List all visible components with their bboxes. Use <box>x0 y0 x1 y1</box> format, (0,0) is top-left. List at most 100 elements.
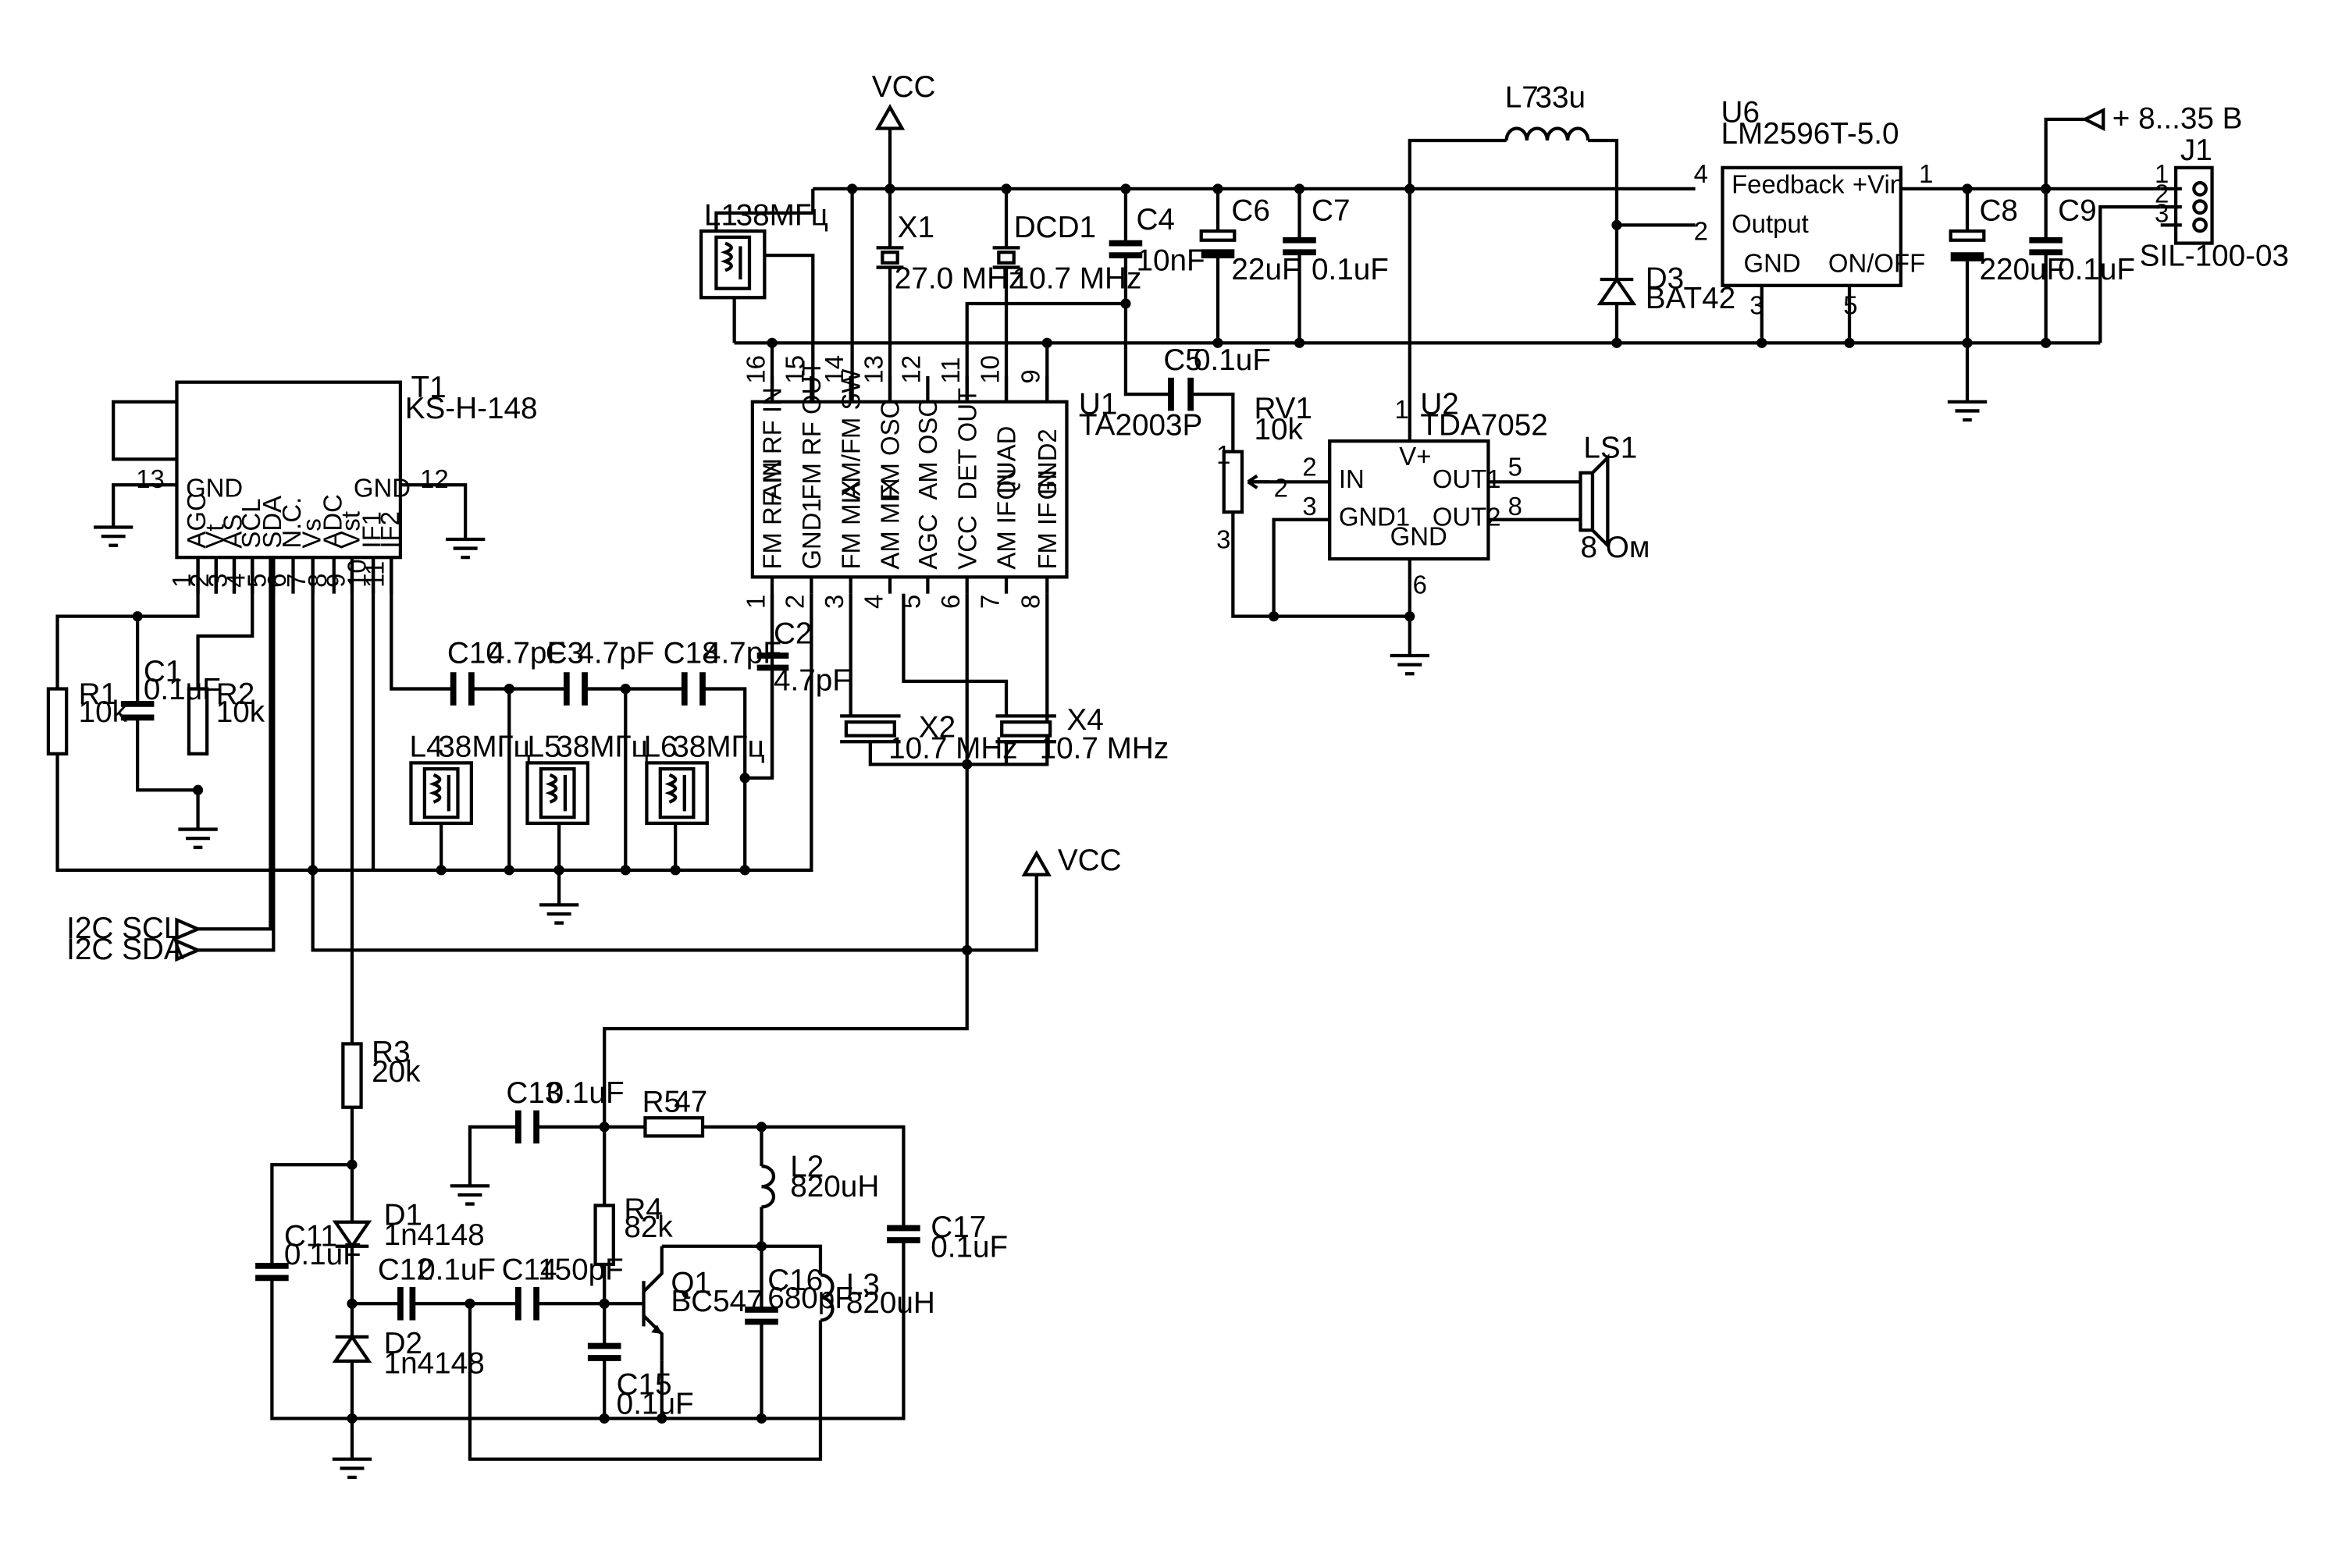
t1-pin-num: 10 <box>342 559 371 588</box>
t1-pin-label: AGC <box>182 492 211 548</box>
u2-tda7052: U2 TDA7052 V+ IN GND1 GND OUT1 OUT2 1 2 … <box>1302 387 1547 599</box>
t1-pin-num: 8 <box>303 574 332 588</box>
u1-pin-label: FM RF IN <box>758 458 787 570</box>
u1-pin-num: 1 <box>741 595 770 609</box>
svg-text:L2: L2 <box>790 1150 824 1184</box>
svg-text:0.1uF: 0.1uF <box>617 1388 694 1421</box>
t1-pin-num: 3 <box>203 574 232 588</box>
svg-text:47: 47 <box>674 1086 707 1119</box>
i2c-ports: I2C SCL I2C SDA <box>66 912 202 966</box>
svg-text:82k: 82k <box>624 1211 673 1244</box>
svg-text:C3: C3 <box>546 637 584 670</box>
svg-text:C14: C14 <box>502 1253 557 1286</box>
u2-num: 2 <box>1302 453 1316 482</box>
u6-num: 3 <box>1749 291 1764 320</box>
svg-text:L1: L1 <box>704 198 738 232</box>
svg-text:220uF: 220uF <box>1979 253 2065 286</box>
svg-text:L5: L5 <box>527 731 561 764</box>
svg-text:L3: L3 <box>846 1268 880 1302</box>
svg-text:D3: D3 <box>1646 262 1684 296</box>
svg-text:20k: 20k <box>372 1055 421 1089</box>
u1-pin-num: 16 <box>741 355 770 384</box>
vcc-label: VCC <box>872 70 936 104</box>
svg-text:0.1uF: 0.1uF <box>1194 343 1271 377</box>
capacitor-c8: C8 220uF <box>1949 194 2065 286</box>
svg-text:10nF: 10nF <box>1136 244 1205 277</box>
t1-pin-num: 1 <box>167 574 196 588</box>
svg-text:C18: C18 <box>664 637 719 670</box>
u6-ref: U6 <box>1721 96 1760 130</box>
svg-text:4.7pF: 4.7pF <box>488 637 565 670</box>
t1-pin-label: Vs <box>297 518 326 548</box>
t1-pin-label: Vst <box>336 511 365 549</box>
ground-symbols <box>94 400 1988 1480</box>
svg-text:1n4148: 1n4148 <box>384 1218 485 1252</box>
svg-text:C9: C9 <box>2058 194 2096 228</box>
u1-pin-label: QUAD <box>992 426 1021 500</box>
u1-pin-num: 8 <box>1016 595 1045 609</box>
u1-pin-num: 6 <box>936 595 965 609</box>
svg-text:33u: 33u <box>1535 80 1586 114</box>
t1-pin-label: N.C. <box>277 497 306 549</box>
vcc-top: VCC <box>872 70 936 130</box>
t1-pin-label: AS <box>219 514 247 549</box>
svg-text:R5: R5 <box>642 1086 681 1119</box>
u2-pin-gnd: GND <box>1390 522 1447 551</box>
rv1-potentiometer: RV1 10k 1 2 3 <box>1216 392 1312 553</box>
svg-text:C8: C8 <box>1979 194 2017 228</box>
u6-pin-onoff: ON/OFF <box>1828 248 1925 277</box>
svg-text:R2: R2 <box>216 677 254 711</box>
svg-text:C6: C6 <box>1231 194 1269 228</box>
ground-icon <box>450 1184 490 1206</box>
ground-icon <box>94 525 133 547</box>
rv1-pin-num: 1 <box>1216 440 1230 469</box>
u2-pin-vplus: V+ <box>1399 442 1431 471</box>
svg-text:C1: C1 <box>144 655 182 688</box>
svg-text:820uH: 820uH <box>790 1170 879 1204</box>
i2c-sda-label: I2C SDA <box>66 933 184 966</box>
svg-text:R1: R1 <box>79 677 117 711</box>
u1-part: TA2003P <box>1079 408 1202 442</box>
u1-pin-label: AM MIX <box>876 478 905 570</box>
junction-dots <box>132 183 2052 1424</box>
u6-num: 4 <box>1694 159 1708 188</box>
vcc-label: VCC <box>1058 844 1122 877</box>
svg-text:C11: C11 <box>284 1220 337 1253</box>
u6-part: LM2596T-5.0 <box>1721 117 1899 151</box>
u6-pin-output: Output <box>1732 209 1809 238</box>
rv1-value: 10k <box>1254 413 1303 446</box>
u2-pin-out1: OUT1 <box>1433 464 1501 493</box>
ground-icon <box>1390 653 1429 676</box>
j1-part: SIL-100-03 <box>2140 240 2289 273</box>
transistor-q1: Q1 BC547 <box>642 1246 763 1361</box>
svg-text:BAT42: BAT42 <box>1646 282 1735 315</box>
ground-icon <box>178 827 218 849</box>
svg-text:R3: R3 <box>372 1036 410 1069</box>
u1-pin-num: 2 <box>781 595 810 609</box>
u1-ref: U1 <box>1079 387 1117 421</box>
svg-text:C4: C4 <box>1136 203 1174 236</box>
capacitor-c9: C90.1uF <box>2029 194 2135 286</box>
svg-text:C15: C15 <box>617 1367 672 1401</box>
t1-pin-label: SDA <box>258 496 287 549</box>
svg-text:0.1uF: 0.1uF <box>144 673 221 706</box>
t1-pin-num: 9 <box>321 574 350 588</box>
svg-text:C2: C2 <box>774 617 812 651</box>
t1-pin-label: SCL <box>237 499 265 549</box>
